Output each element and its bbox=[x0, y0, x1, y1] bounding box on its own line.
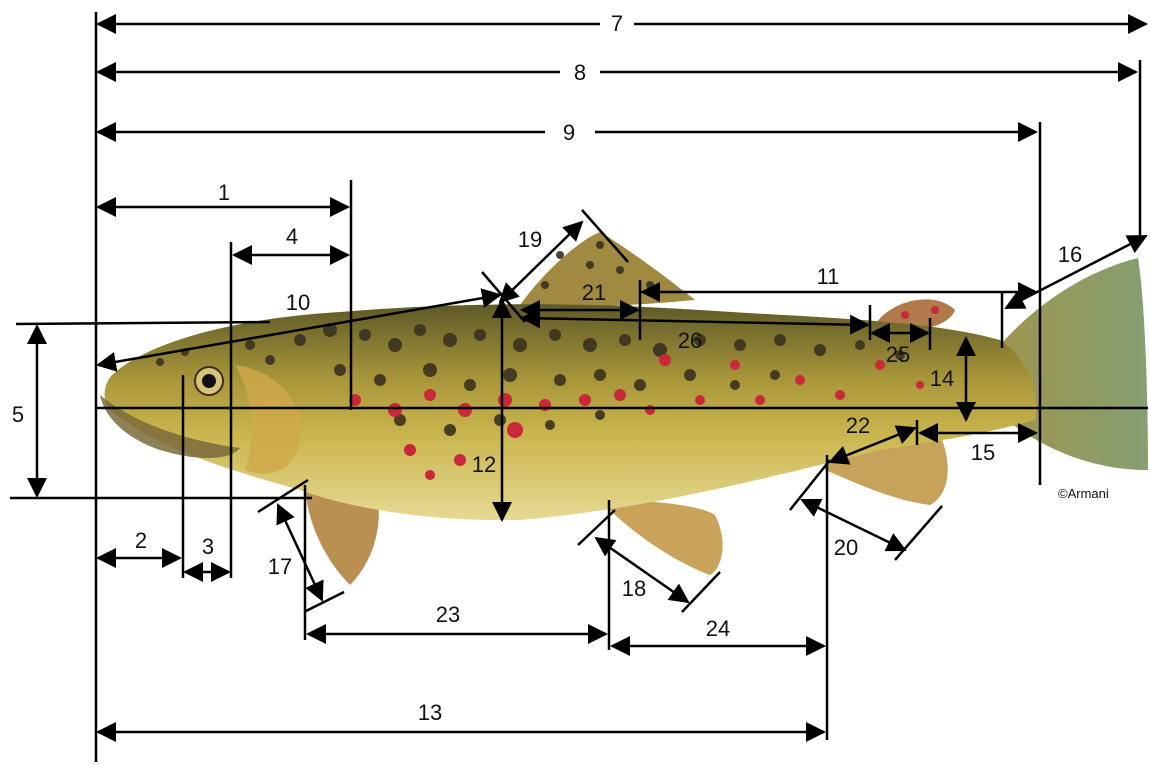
dorsal-fin bbox=[520, 232, 695, 310]
label-20: 20 bbox=[834, 535, 858, 560]
label-26: 26 bbox=[678, 328, 702, 353]
pupil bbox=[202, 374, 216, 388]
copyright-label: ©Armani bbox=[1058, 486, 1109, 501]
label-10: 10 bbox=[286, 290, 310, 315]
label-3: 3 bbox=[202, 534, 214, 559]
label-17: 17 bbox=[268, 554, 292, 579]
label-21: 21 bbox=[582, 280, 606, 305]
label-2: 2 bbox=[135, 528, 147, 553]
label-1: 1 bbox=[218, 180, 230, 205]
pelvic-fin bbox=[610, 500, 723, 575]
label-19: 19 bbox=[518, 227, 542, 252]
label-4: 4 bbox=[286, 224, 298, 249]
label-22: 22 bbox=[846, 413, 870, 438]
label-5: 5 bbox=[12, 402, 24, 427]
label-24: 24 bbox=[706, 616, 730, 641]
label-16: 16 bbox=[1058, 242, 1082, 267]
label-7: 7 bbox=[611, 11, 623, 36]
label-11: 11 bbox=[817, 264, 840, 289]
label-13: 13 bbox=[418, 700, 442, 725]
label-23: 23 bbox=[436, 602, 460, 627]
label-14: 14 bbox=[930, 366, 954, 391]
label-25: 25 bbox=[886, 342, 910, 367]
label-15: 15 bbox=[971, 440, 995, 465]
label-18: 18 bbox=[622, 576, 646, 601]
label-8: 8 bbox=[574, 60, 586, 85]
label-12: 12 bbox=[472, 452, 496, 477]
label-9: 9 bbox=[563, 120, 575, 145]
